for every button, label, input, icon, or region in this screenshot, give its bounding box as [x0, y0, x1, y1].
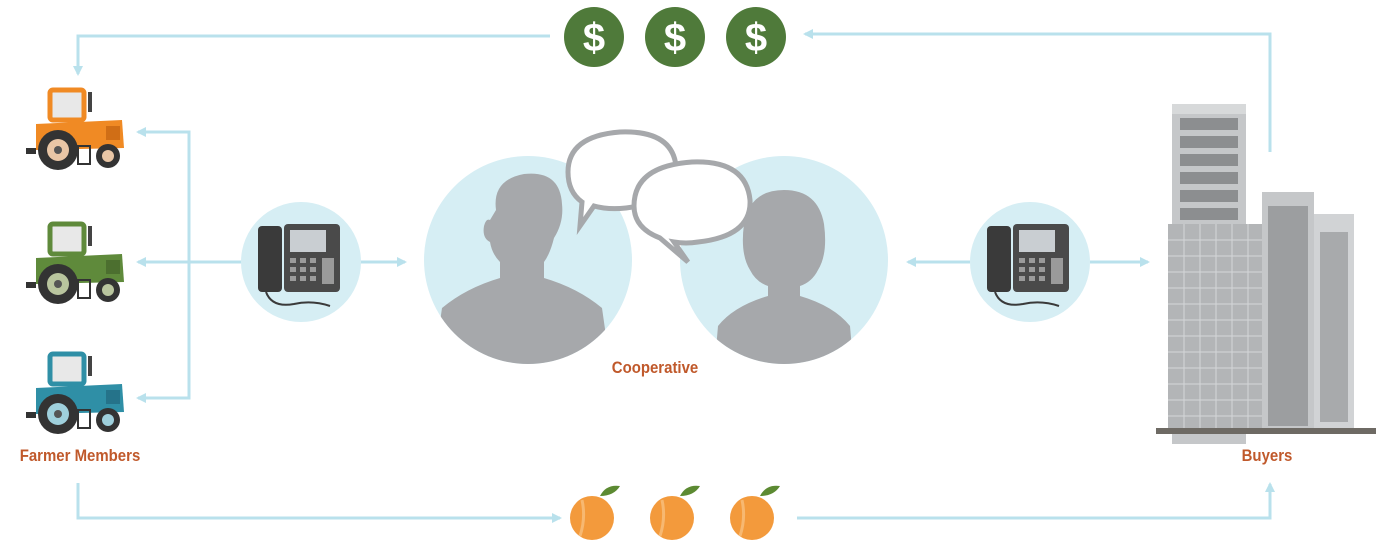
arrow-produce-to-buyers	[797, 482, 1275, 520]
svg-text:$: $	[664, 16, 686, 60]
dollar-icon: $	[726, 7, 786, 67]
produce-group	[570, 485, 780, 540]
svg-text:$: $	[745, 16, 767, 60]
tractor-icon	[26, 221, 124, 304]
arrow-farmers-to-produce	[76, 483, 562, 523]
money-group: $ $ $	[564, 7, 786, 67]
arrow-money-to-farmers	[73, 34, 550, 76]
cooperative-group	[424, 129, 888, 364]
peach-icon	[570, 485, 620, 540]
peach-icon	[730, 485, 780, 540]
peach-icon	[650, 485, 700, 540]
phone-icon	[970, 202, 1090, 322]
dollar-icon: $	[645, 7, 705, 67]
buyers-label: Buyers	[1241, 446, 1293, 465]
arrow-buyers-to-money	[803, 29, 1272, 152]
farmer-members-label: Farmer Members	[19, 446, 141, 465]
arrow-bracket-to-tractor-1	[136, 127, 191, 262]
svg-text:$: $	[583, 16, 605, 60]
tractor-icon	[26, 351, 124, 434]
speech-bubble-icon	[631, 159, 753, 264]
tractor-icon	[26, 87, 124, 170]
arrow-bracket-to-tractor-3	[136, 262, 191, 403]
phone-icon	[241, 202, 361, 322]
building-icon	[1156, 104, 1376, 444]
flow-arrows	[73, 29, 1275, 523]
dollar-icon: $	[564, 7, 624, 67]
cooperative-label: Cooperative	[611, 358, 699, 377]
